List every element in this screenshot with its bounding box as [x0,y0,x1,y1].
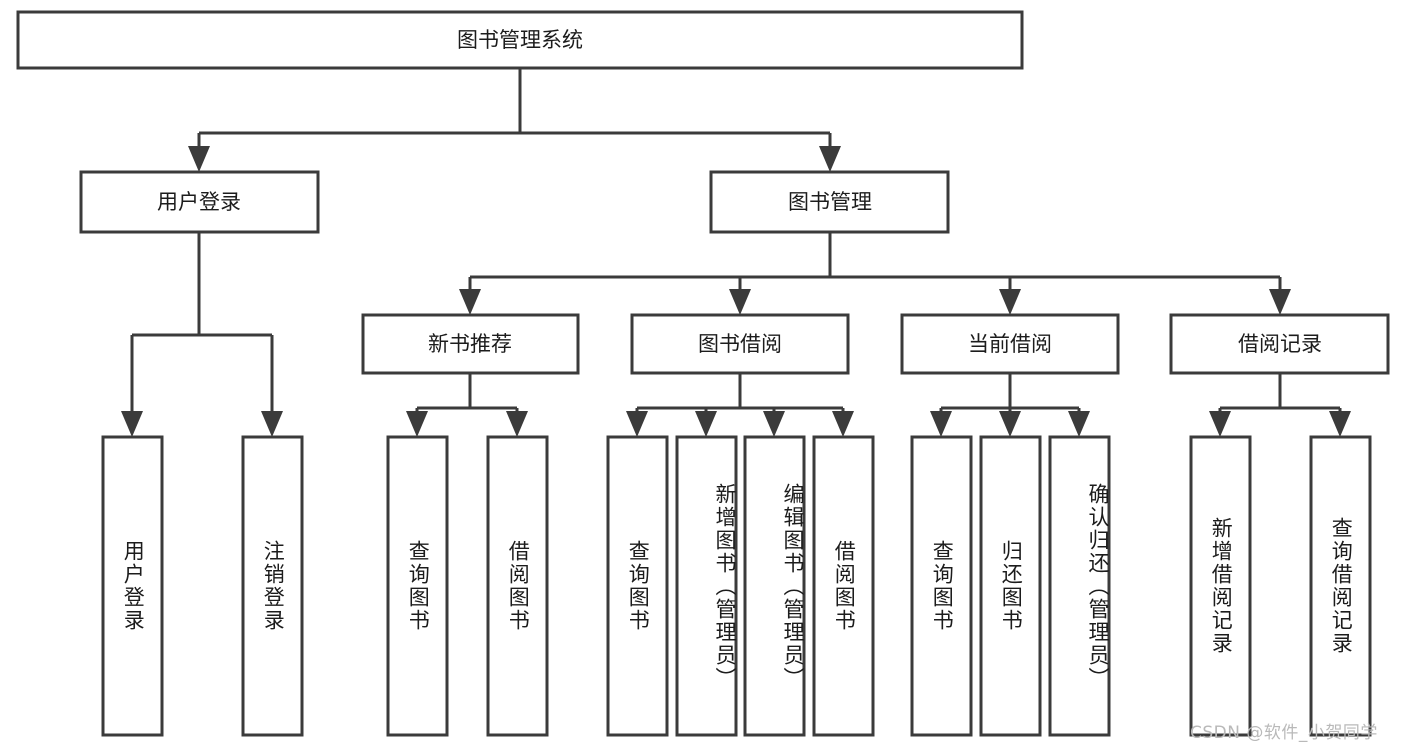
node-root-box[interactable] [16,10,1024,70]
node-book-management-label: 图书管理 [788,190,872,214]
arrowhead-leaf-edit-book-admin [763,411,785,437]
node-leaf-borrow-book-1-box[interactable] [486,435,549,737]
arrowhead-leaf-borrow-book-2 [832,411,854,437]
arrowhead-leaf-confirm-return-admin [1068,411,1090,437]
arrowhead-leaf-return-book [999,411,1021,437]
node-new-book-recommend-label: 新书推荐 [428,332,512,356]
node-leaf-return-book-box[interactable] [979,435,1042,737]
node-leaf-add-book-admin-box[interactable] [675,435,738,737]
arrowhead-current-borrow [999,289,1021,315]
node-leaf-query-book-3-box[interactable] [910,435,973,737]
node-book-borrow-box[interactable] [630,313,850,375]
arrowhead-leaf-query-book-3 [930,411,952,437]
arrowhead-leaf-query-book-1 [406,411,428,437]
connector-layer [121,68,1351,437]
node-leaf-edit-book-admin-box[interactable] [743,435,806,737]
node-borrow-record-box[interactable] [1169,313,1390,375]
arrowhead-borrow-record [1269,289,1291,315]
node-leaf-borrow-book-2-box[interactable] [812,435,875,737]
node-leaf-confirm-return-admin-box[interactable] [1048,435,1111,737]
node-leaf-logout-login-box[interactable] [241,435,304,737]
node-leaf-query-book-1-box[interactable] [386,435,449,737]
node-book-borrow-label: 图书借阅 [698,332,782,356]
node-user-login-label: 用户登录 [157,190,241,214]
horizontal-label-layer: 图书管理系统 用户登录 图书管理 新书推荐 图书借阅 当前借阅 借阅记录 [157,28,1322,356]
node-layer [16,10,1390,737]
arrowhead-book-management [819,146,841,172]
node-root-label: 图书管理系统 [457,28,583,52]
node-user-login-box[interactable] [79,170,320,234]
node-leaf-query-borrow-record-box[interactable] [1309,435,1372,737]
node-leaf-query-book-2-box[interactable] [606,435,669,737]
arrowhead-leaf-add-book-admin [695,411,717,437]
node-leaf-user-login-box[interactable] [101,435,164,737]
node-leaf-add-borrow-record-box[interactable] [1189,435,1252,737]
node-new-book-recommend-box[interactable] [361,313,580,375]
arrowhead-leaf-user-login [121,411,143,437]
arrowhead-new-book-recommend [459,289,481,315]
csdn-watermark: CSDN @软件_小贺同学 [1190,723,1378,743]
node-book-management-box[interactable] [709,170,950,234]
node-borrow-record-label: 借阅记录 [1238,332,1322,356]
arrowhead-book-borrow [729,289,751,315]
arrowhead-leaf-query-book-2 [626,411,648,437]
arrowhead-user-login [188,146,210,172]
arrowhead-leaf-borrow-book-1 [506,411,528,437]
node-current-borrow-label: 当前借阅 [968,332,1052,356]
arrowhead-leaf-query-borrow-record [1329,411,1351,437]
node-current-borrow-box[interactable] [900,313,1120,375]
arrowhead-leaf-add-borrow-record [1209,411,1231,437]
arrowhead-leaf-logout-login [261,411,283,437]
